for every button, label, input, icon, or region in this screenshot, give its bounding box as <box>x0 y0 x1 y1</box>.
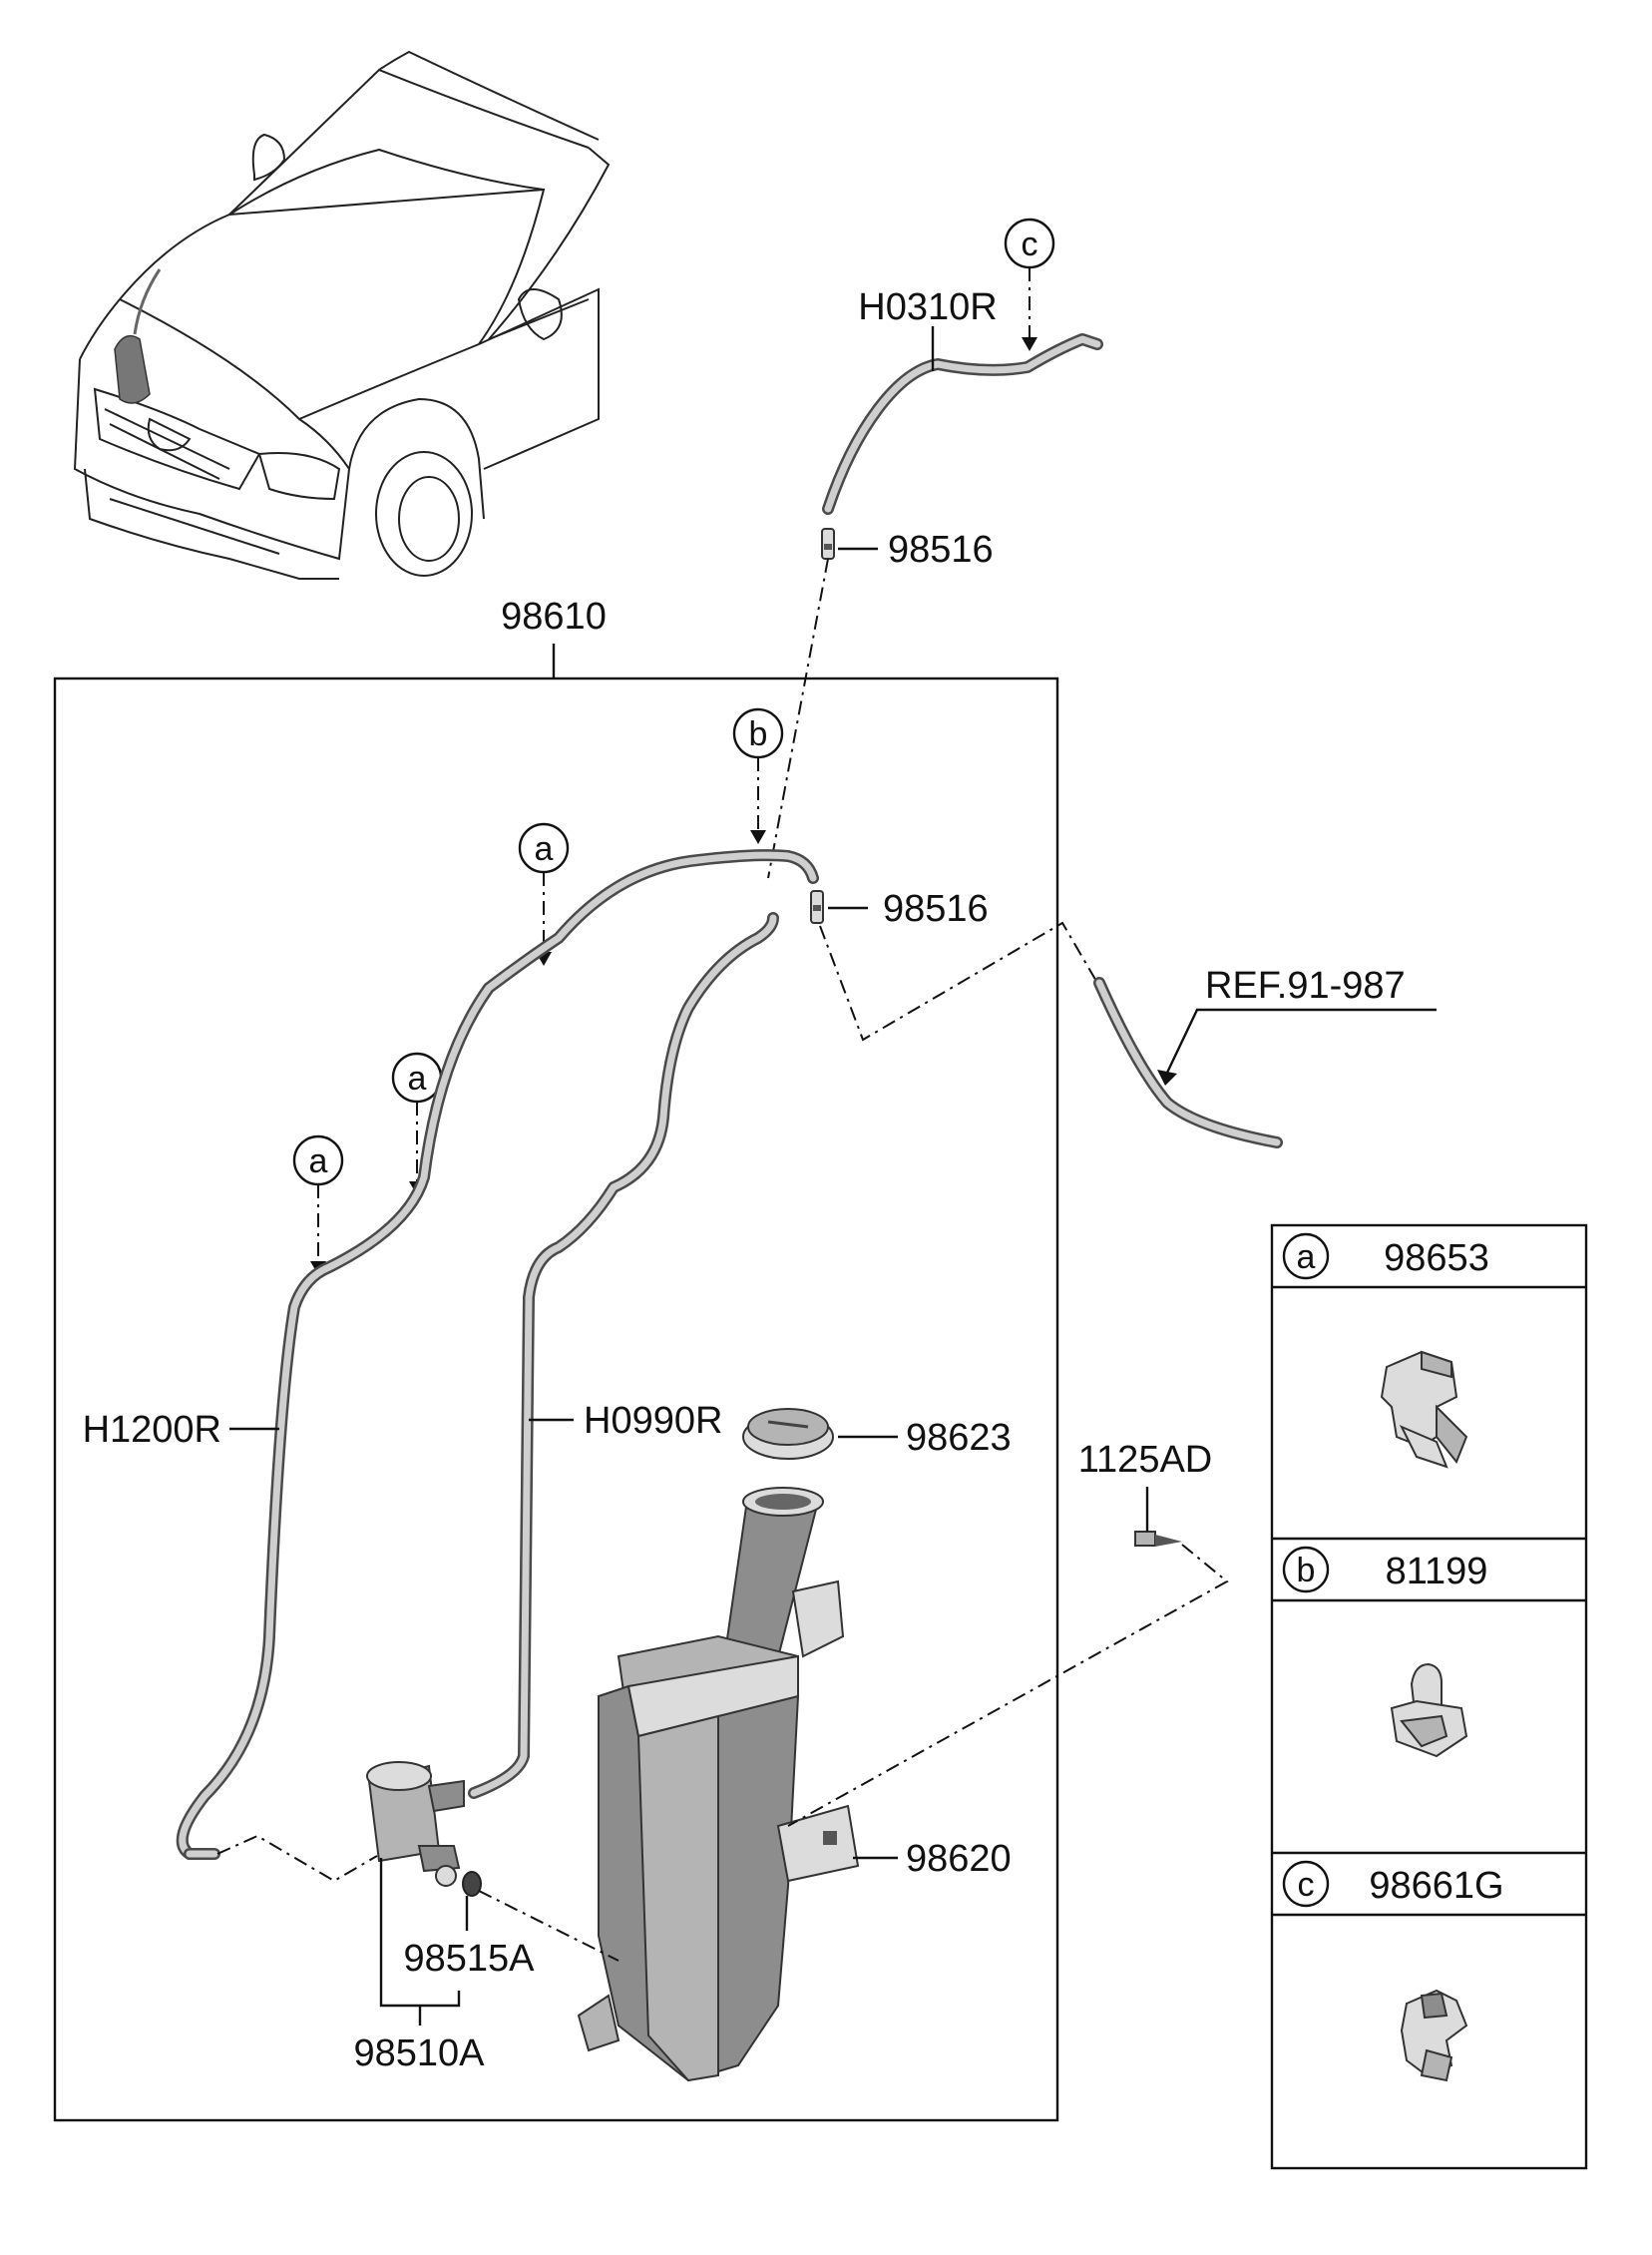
clip-98653-image <box>1380 1350 1468 1469</box>
callout-a-2-label: a <box>408 1060 427 1098</box>
label-assembly-98610: 98610 <box>501 596 607 638</box>
bolt-1125ad <box>1134 1531 1182 1547</box>
legend-b-key: b <box>1297 1552 1316 1589</box>
legend-a-part: 98653 <box>1384 1237 1489 1279</box>
label-h0310r: H0310R <box>858 286 997 328</box>
label-h0990r: H0990R <box>584 1400 722 1442</box>
check-valve-98516-top <box>821 528 835 560</box>
dash-top-nozzle <box>767 558 829 879</box>
callout-a-3-label: a <box>309 1142 328 1180</box>
reservoir-98620 <box>577 1487 860 2082</box>
hose-h0990r <box>468 912 779 1799</box>
label-98516-top: 98516 <box>888 529 994 571</box>
label-98516-mid: 98516 <box>883 888 989 930</box>
dash-grommet <box>478 1890 620 1962</box>
dash-bolt <box>787 1544 1229 1827</box>
callout-b: b <box>732 707 784 844</box>
leader-ref <box>1165 1008 1437 1074</box>
legend-table: a 98653 b 81199 c 98661G <box>1270 1223 1588 2170</box>
assembly-frame <box>53 676 1059 2122</box>
label-ref: REF.91-987 <box>1205 965 1406 1007</box>
legend-c-part: 98661G <box>1369 1865 1503 1907</box>
legend-b-part: 81199 <box>1386 1551 1488 1592</box>
label-98620: 98620 <box>906 1838 1012 1880</box>
label-1125ad: 1125AD <box>1078 1439 1213 1481</box>
label-h1200r: H1200R <box>83 1409 221 1451</box>
hose-h1200r <box>176 849 819 1860</box>
callout-b-label: b <box>749 715 768 753</box>
clip-81199-image <box>1390 1662 1468 1758</box>
check-valve-98516-mid <box>810 890 824 924</box>
dash-pump <box>216 1834 378 1883</box>
legend-c-key: c <box>1298 1866 1315 1904</box>
grommet-98515a <box>462 1871 482 1897</box>
callout-a-1-label: a <box>535 830 554 868</box>
label-98510a: 98510A <box>353 2032 485 2074</box>
legend-a-key: a <box>1297 1238 1316 1276</box>
filler-cap-98623 <box>742 1408 834 1460</box>
ref-hose <box>1093 977 1283 1148</box>
clip-98661g-image <box>1400 1989 1468 2082</box>
washer-pump-98510a <box>366 1761 465 1887</box>
label-98623: 98623 <box>906 1417 1012 1459</box>
hose-h0310r <box>822 333 1103 515</box>
callout-a-3: a <box>292 1134 344 1275</box>
label-98515a: 98515A <box>403 1938 535 1980</box>
vehicle-illustration <box>73 50 611 580</box>
callout-c: c <box>1004 218 1055 351</box>
callout-c-label: c <box>1022 226 1038 263</box>
dash-mid-nozzle <box>819 921 1098 1042</box>
